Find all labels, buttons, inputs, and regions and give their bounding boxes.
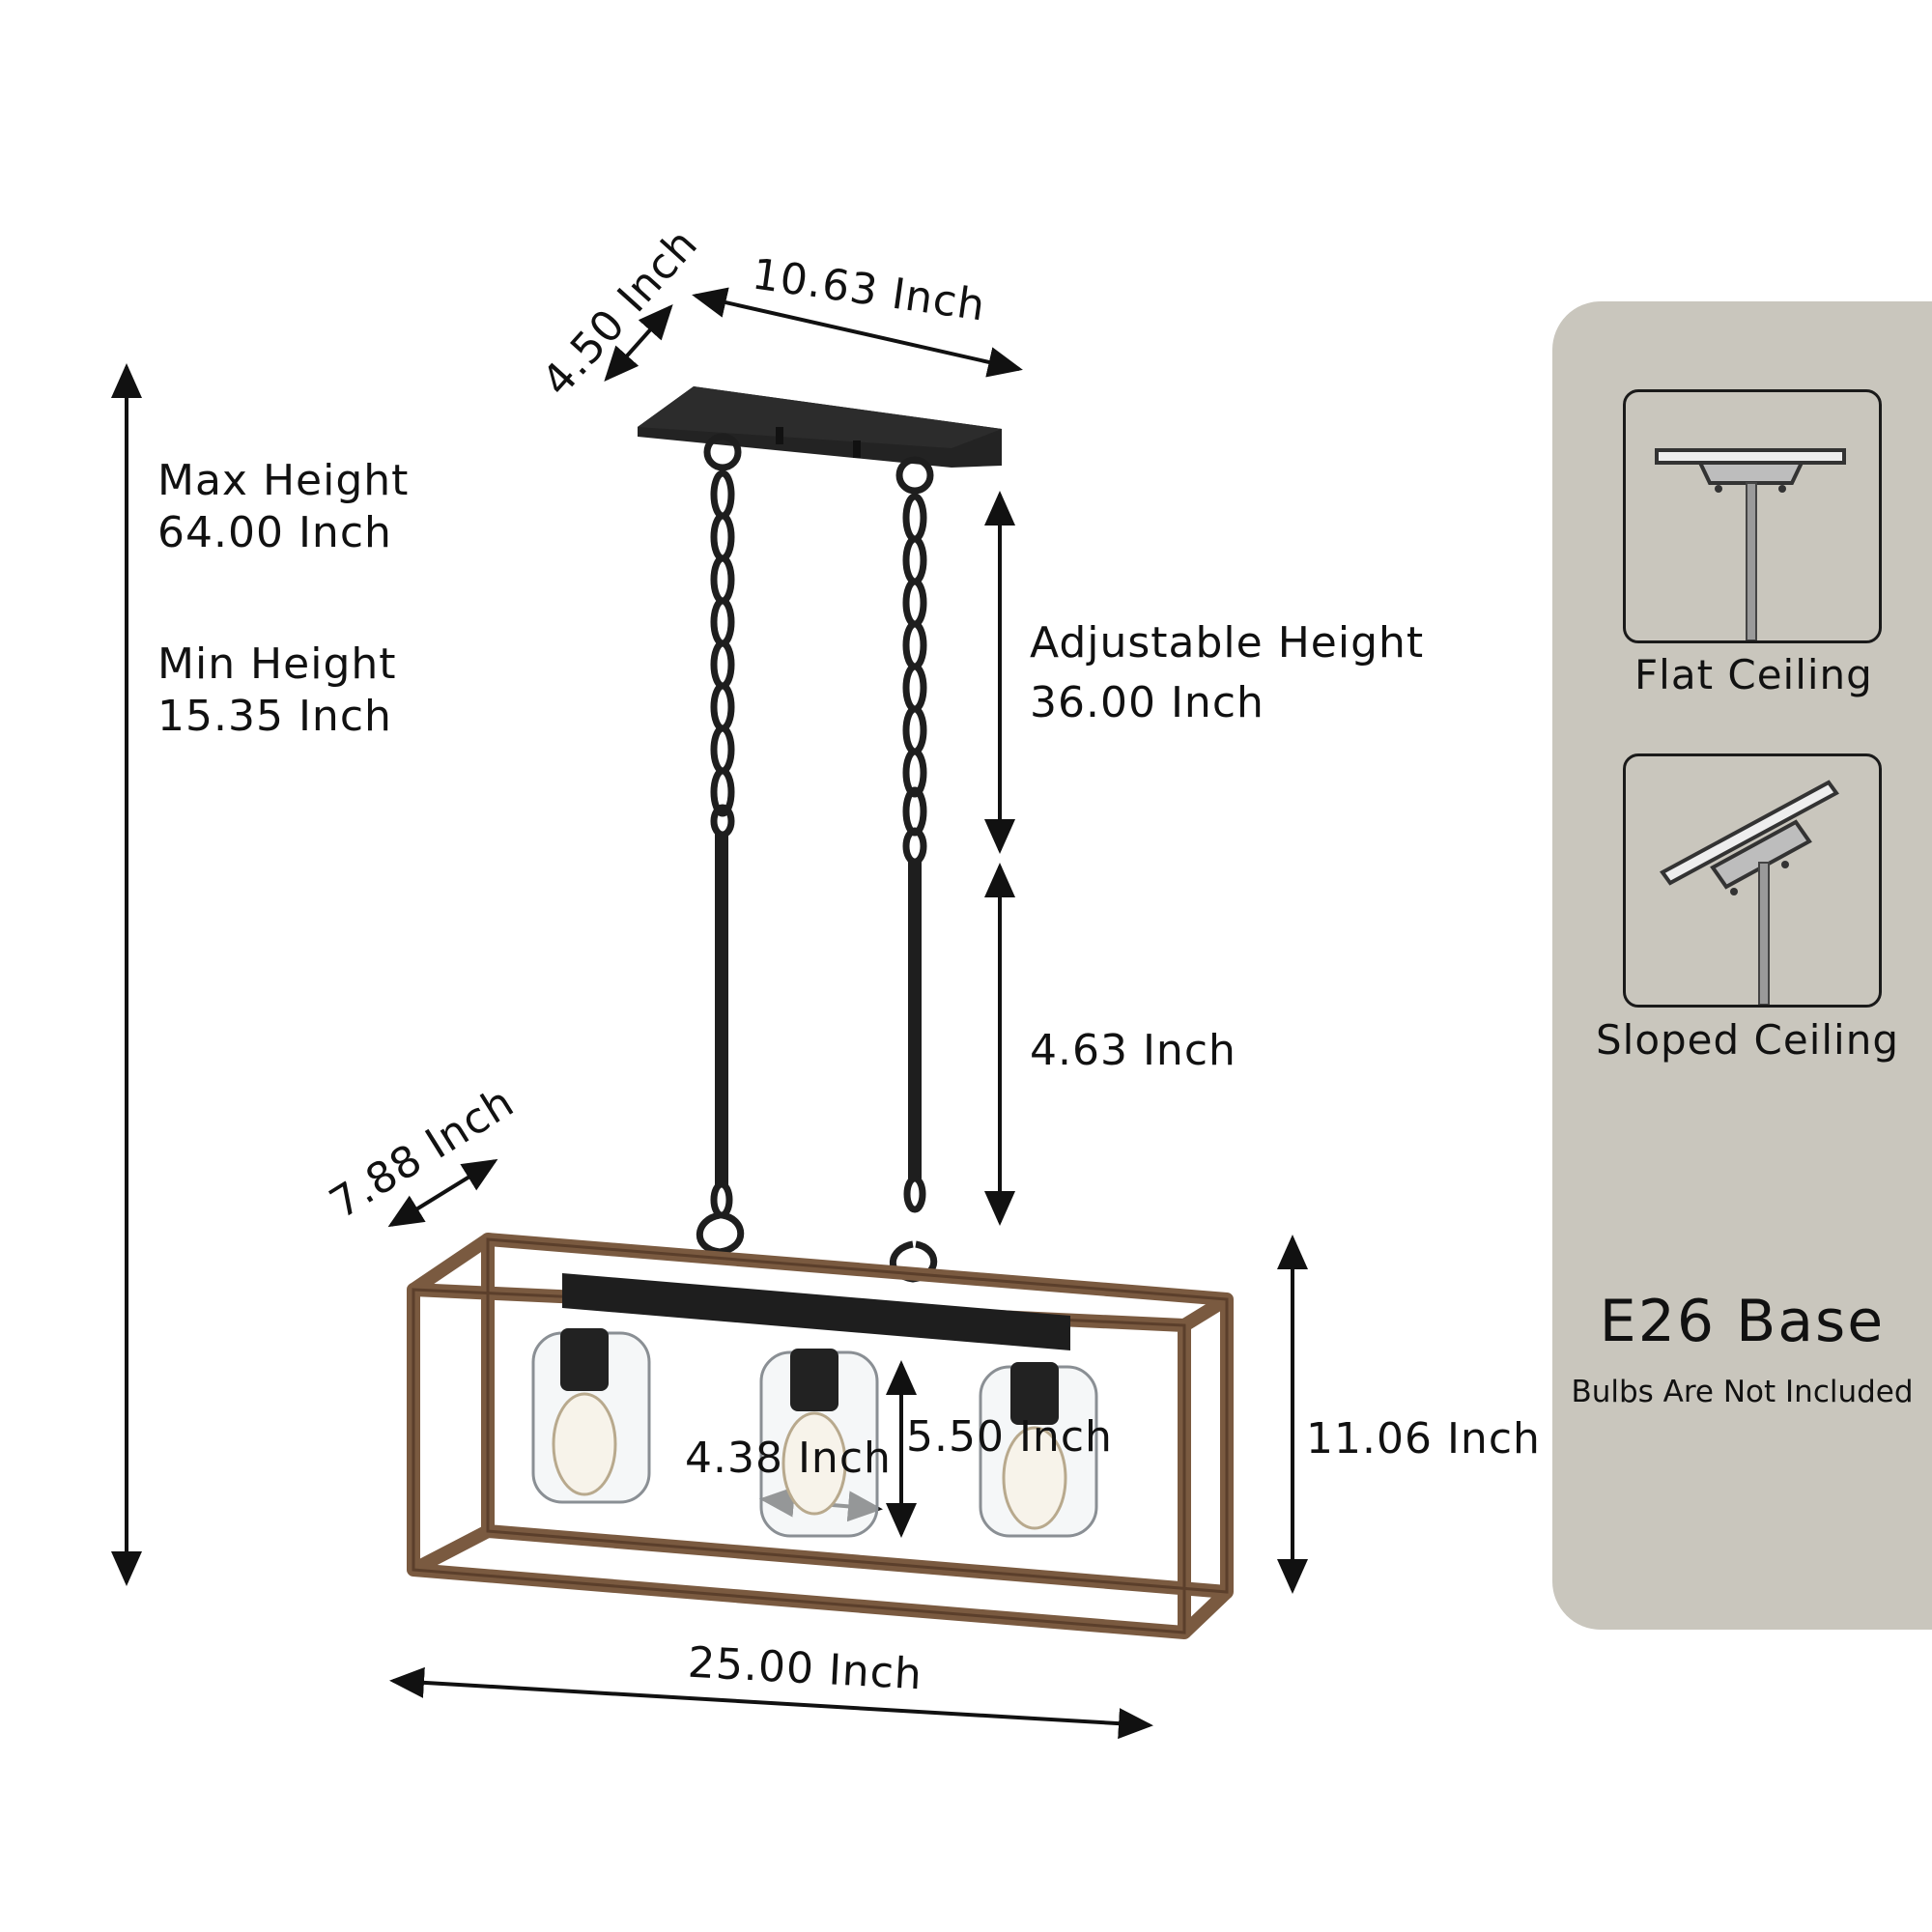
shade-height-label: 5.50 Inch: [906, 1412, 1113, 1462]
socket-bar: [562, 1273, 1070, 1350]
max-height-label: Max Height: [157, 456, 410, 505]
bulbs-note: Bulbs Are Not Included: [1571, 1375, 1914, 1409]
min-height-label: Min Height: [157, 639, 397, 689]
frame-depth-arrow: [387, 1158, 498, 1228]
flat-ceiling-card: [1623, 389, 1882, 643]
canopy: [638, 386, 1002, 468]
base-type-title: E26 Base: [1599, 1288, 1886, 1355]
frame-length-arrow: [389, 1666, 1153, 1740]
shade-diameter-label: 4.38 Inch: [685, 1434, 892, 1483]
max-height-value: 64.00 Inch: [157, 508, 392, 557]
adjustable-height-value: 36.00 Inch: [1030, 678, 1264, 727]
edison-bulbs: [552, 1392, 1067, 1530]
frame-height-label: 11.06 Inch: [1306, 1414, 1541, 1463]
sockets: [560, 1328, 1059, 1425]
right-rod: [908, 860, 922, 1179]
flat-ceiling-icon: [1655, 448, 1846, 640]
min-height-value: 15.35 Inch: [157, 692, 392, 741]
sloped-ceiling-icon: [1660, 780, 1839, 1005]
adjustable-height-label: Adjustable Height: [1030, 618, 1425, 668]
rod-length-label: 4.63 Inch: [1030, 1026, 1236, 1075]
ceiling-compatibility-panel: Flat Ceiling Sloped Ceiling E26 Base Bul…: [1552, 301, 1932, 1630]
canopy-depth-arrow: [604, 304, 673, 382]
canopy-length-arrow: [692, 287, 1023, 378]
sloped-ceiling-caption: Sloped Ceiling: [1596, 1016, 1899, 1064]
left-chain: [703, 433, 742, 838]
sloped-ceiling-card: [1623, 753, 1882, 1008]
left-rod: [715, 833, 728, 1185]
flat-ceiling-caption: Flat Ceiling: [1634, 651, 1873, 698]
right-chain: [895, 456, 934, 866]
